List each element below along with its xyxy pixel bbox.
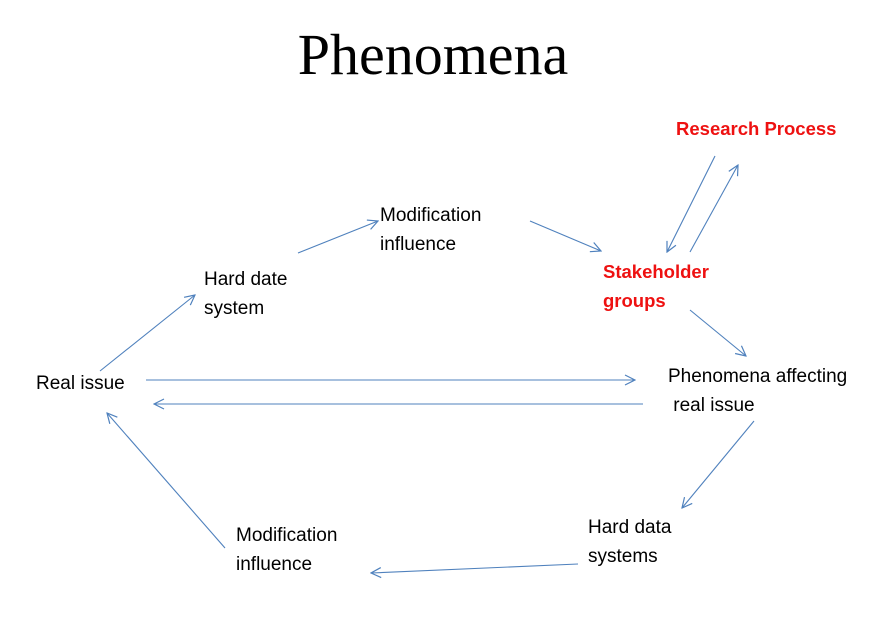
- arrow-hard-data-systems-to-modification-influence-bottom: [371, 563, 579, 573]
- page-title: Phenomena: [297, 22, 569, 87]
- arrow-hard-date-system-to-modification-influence-top: [297, 221, 378, 254]
- edge-group: [99, 155, 755, 573]
- node-label-line: Stakeholder: [603, 261, 709, 282]
- node-stakeholder-groups: Stakeholder groups: [603, 257, 709, 315]
- node-label-line: influence: [380, 234, 457, 255]
- arrow-phenomena-affecting-to-hard-data-systems: [682, 420, 755, 508]
- node-research-process: Research Process: [676, 114, 836, 143]
- node-label-line: Hard data: [588, 517, 672, 538]
- node-label-line: Modification: [236, 525, 338, 546]
- node-label-line: influence: [236, 554, 313, 575]
- node-hard-date-system: Hard date system: [204, 265, 287, 323]
- node-label-line: real issue: [668, 395, 755, 416]
- node-label-line: systems: [588, 546, 658, 567]
- node-label-line: Phenomena affecting: [668, 366, 848, 387]
- node-real-issue: Real issue: [36, 369, 125, 398]
- arrow-modification-influence-bottom-to-real-issue: [107, 413, 226, 549]
- node-label-line: Hard date: [204, 269, 288, 290]
- node-label-line: Research Process: [676, 118, 837, 139]
- node-hard-data-systems: Hard data systems: [588, 513, 671, 571]
- node-label-line: Modification: [380, 205, 482, 226]
- arrow-modification-influence-top-to-stakeholder-groups: [529, 220, 601, 251]
- node-label-line: system: [204, 298, 265, 319]
- node-modification-influence-bottom: Modification influence: [236, 521, 337, 579]
- node-phenomena-affecting: Phenomena affecting real issue: [668, 362, 847, 420]
- arrow-stakeholder-groups-to-phenomena-affecting: [689, 309, 746, 356]
- node-modification-influence-top: Modification influence: [380, 201, 481, 259]
- arrow-research-process-to-stakeholder-groups: [667, 155, 716, 252]
- node-label-line: groups: [603, 290, 666, 311]
- arrow-real-issue-to-hard-date-system: [99, 295, 195, 372]
- node-label-line: Real issue: [36, 373, 125, 394]
- arrow-stakeholder-groups-to-research-process: [689, 165, 738, 253]
